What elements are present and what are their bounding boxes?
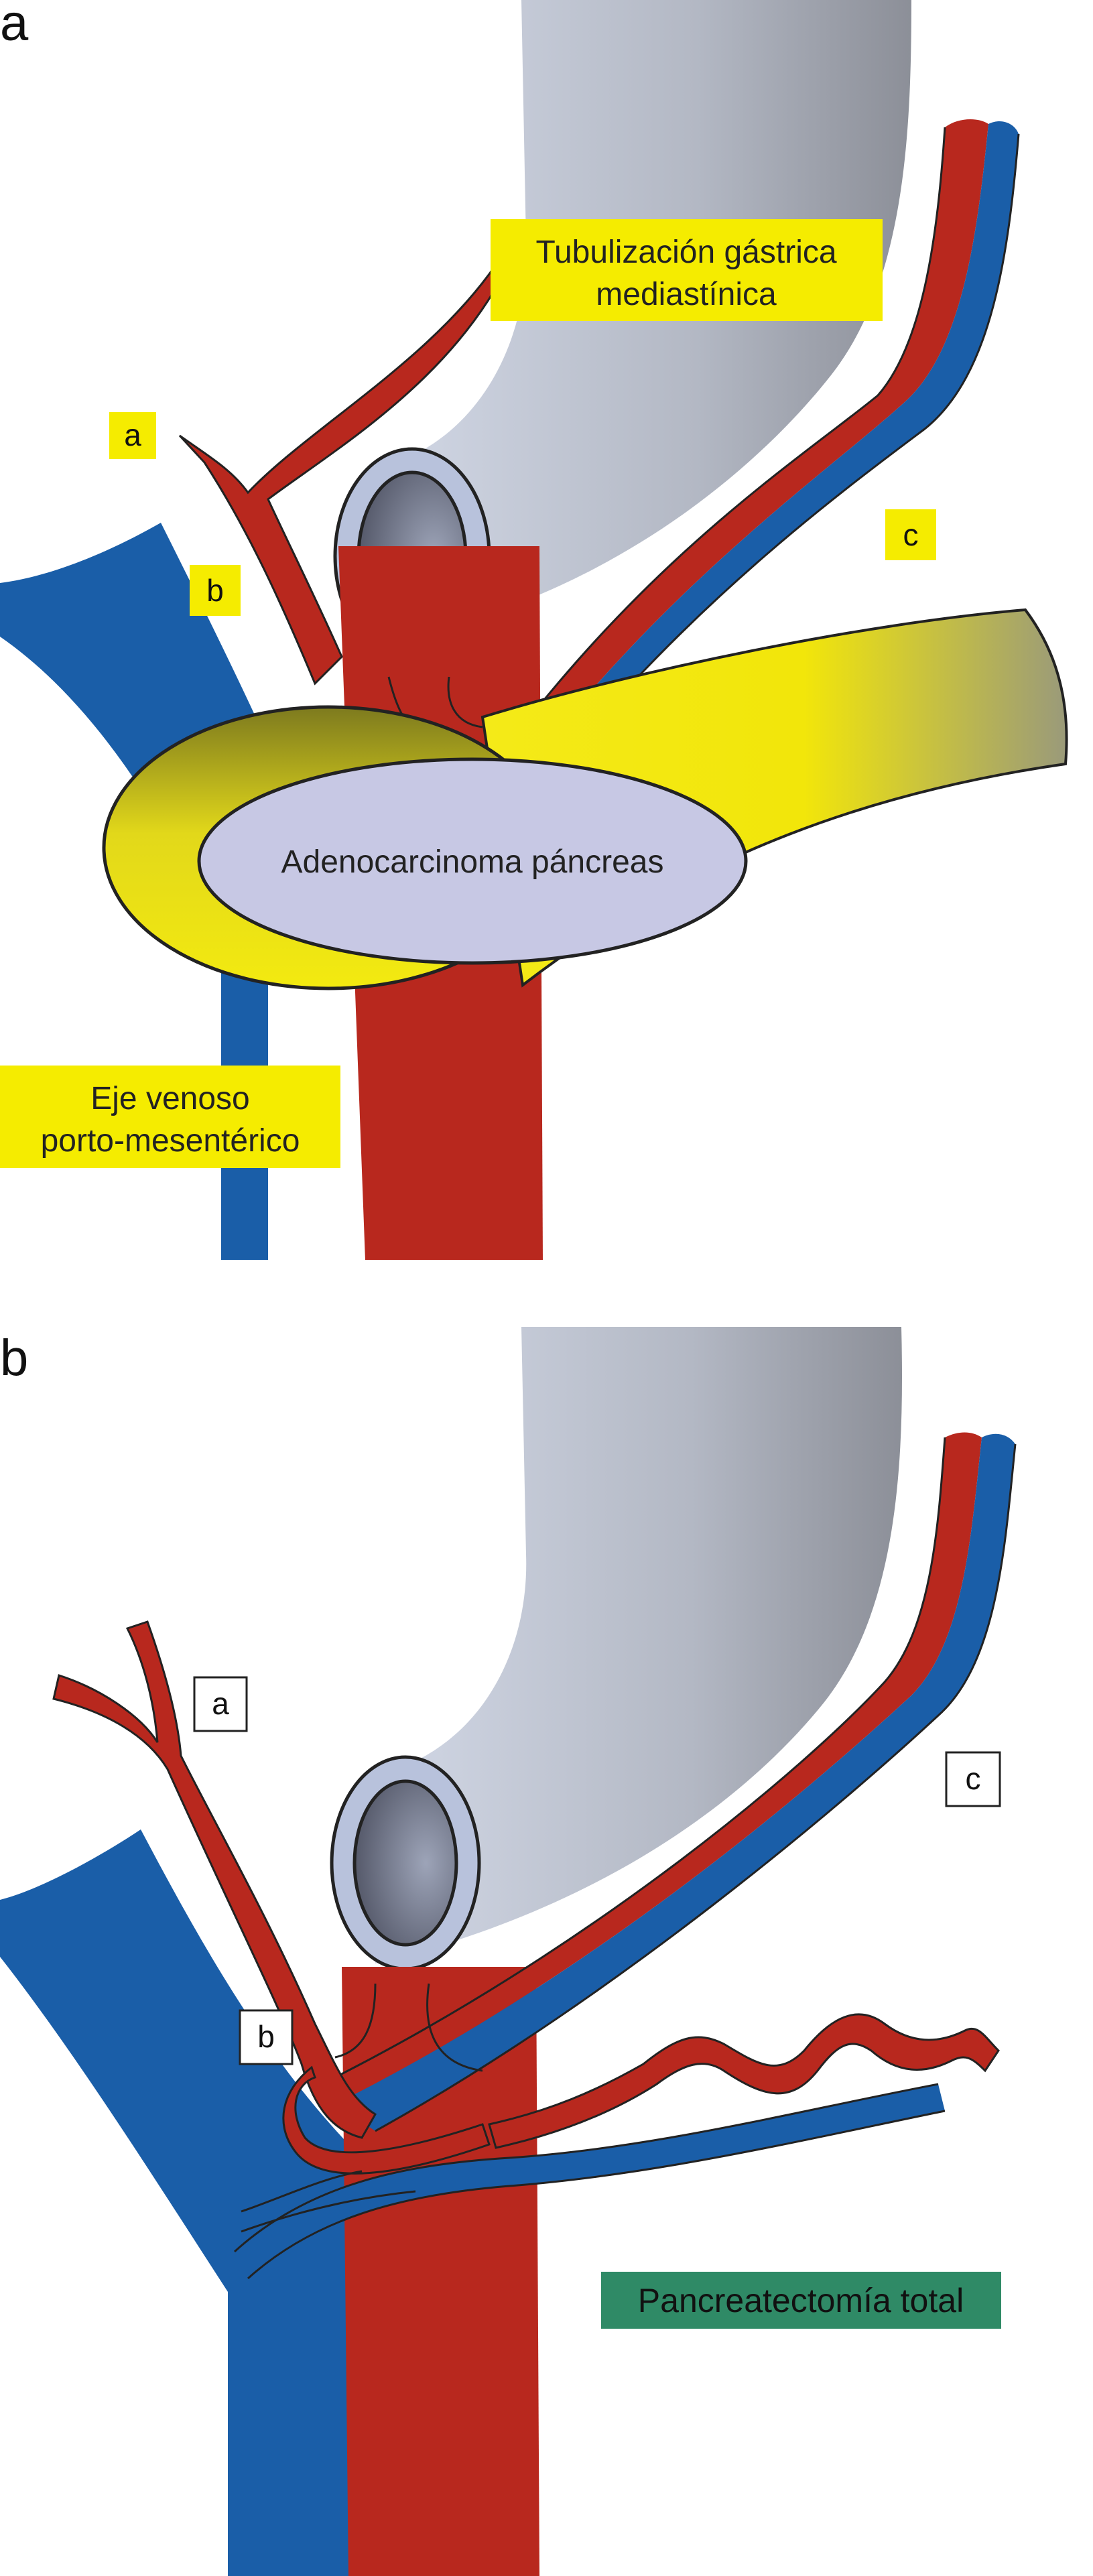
panel-b-marker-c-box [945,1751,1001,1807]
panel-b: b Pancreatectomía total a b c [0,1327,1017,2576]
panel-a-tumor [197,757,748,965]
panel-b-artery-ab [52,1620,377,2139]
panel-b-marker-b-box [239,2009,294,2065]
panel-a-marker-a: a [124,417,141,452]
panel-a-artery-a [178,247,517,686]
panel-a: a Adenocarcinoma páncreas Tubulización g… [0,0,1068,1260]
panel-b-splenic-vein [235,2084,945,2278]
panel-b-procedure-label-box [601,2272,1001,2329]
panel-b-letter: b [0,1330,28,1387]
panel-a-marker-c: c [903,517,919,552]
panel-b-procedure-label: Pancreatectomía total [638,2282,964,2319]
panel-a-vein-label-line2: porto-mesentérico [41,1123,300,1159]
panel-a-marker-b: b [206,573,224,608]
panel-a-portal-vein [0,523,268,1260]
panel-b-vessel-outline [321,1437,1017,2132]
panel-a-vein-label-box [0,1066,340,1168]
panel-a-vein-label-line1: Eje venoso [90,1081,250,1116]
panel-b-artery-loop [282,2065,491,2175]
panel-a-gastric-label-line1: Tubulización gástrica [535,235,836,270]
panel-b-portal-vein [0,1829,372,2576]
panel-a-gastric-label-box [491,219,883,321]
panel-a-gastric-tube [375,0,911,643]
panel-a-marker-b-box [190,565,241,616]
panel-a-marker-a-box [109,412,156,459]
panel-b-marker-a: a [212,1686,229,1721]
panel-a-marker-c-box [885,509,936,560]
panel-a-letter: a [0,0,29,52]
panel-b-marker-b: b [257,2019,275,2054]
panel-b-splenic-vein-outline [233,2083,946,2280]
panel-b-marker-c: c [966,1761,981,1796]
panel-b-marker-a-box [193,1676,248,1732]
panel-b-arcade-lines [241,1983,483,2233]
panel-a-vessel-outline [508,127,1020,771]
panel-b-tube-lumen [352,1779,458,1947]
panel-b-splenic-artery [488,2013,1000,2149]
panel-a-tumor-label: Adenocarcinoma páncreas [281,844,663,880]
panel-b-gastric-tube [375,1327,903,1963]
panel-a-gastric-label-line2: mediastínica [596,277,777,312]
